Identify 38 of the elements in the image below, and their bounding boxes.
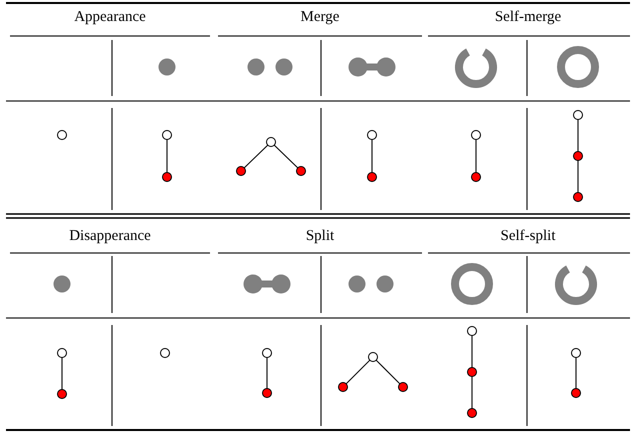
open-node-circle xyxy=(160,348,170,358)
filled-node-circle xyxy=(573,192,583,202)
open-node-circle xyxy=(368,352,378,362)
connector-line xyxy=(266,357,268,389)
column-heading: Appearance xyxy=(74,8,146,26)
column-heading: Self-split xyxy=(500,227,556,245)
connector-line xyxy=(376,360,400,384)
filled-node-circle xyxy=(467,408,477,418)
open-node-circle xyxy=(471,130,481,140)
filled-node-circle xyxy=(236,166,246,176)
column-heading: Split xyxy=(306,227,334,245)
filled-node-circle xyxy=(467,367,477,377)
open-node-circle xyxy=(57,348,67,358)
filled-node-circle xyxy=(571,388,581,398)
filled-node-circle xyxy=(296,166,306,176)
filled-node-circle xyxy=(573,151,583,161)
column-heading: Self-merge xyxy=(494,8,562,26)
filled-node-circle xyxy=(398,382,408,392)
filled-node-circle xyxy=(162,172,172,182)
open-node-circle xyxy=(262,348,272,358)
open-node-circle xyxy=(571,348,581,358)
open-node-circle xyxy=(573,110,583,120)
filled-node-circle xyxy=(471,172,481,182)
connector-line xyxy=(346,360,370,384)
filled-node-circle xyxy=(367,172,377,182)
filled-node-circle xyxy=(262,388,272,398)
connector-line xyxy=(244,144,268,168)
column-heading: Disapperance xyxy=(69,227,151,245)
filled-node-circle xyxy=(338,382,348,392)
open-node-circle xyxy=(367,130,377,140)
connector-line xyxy=(166,139,168,173)
open-node-circle xyxy=(266,137,276,147)
filled-node-circle xyxy=(57,389,67,399)
open-node-circle xyxy=(162,130,172,140)
column-heading: Merge xyxy=(300,8,340,26)
open-node-circle xyxy=(57,130,67,140)
connector-line xyxy=(274,144,298,168)
open-node-circle xyxy=(467,326,477,336)
